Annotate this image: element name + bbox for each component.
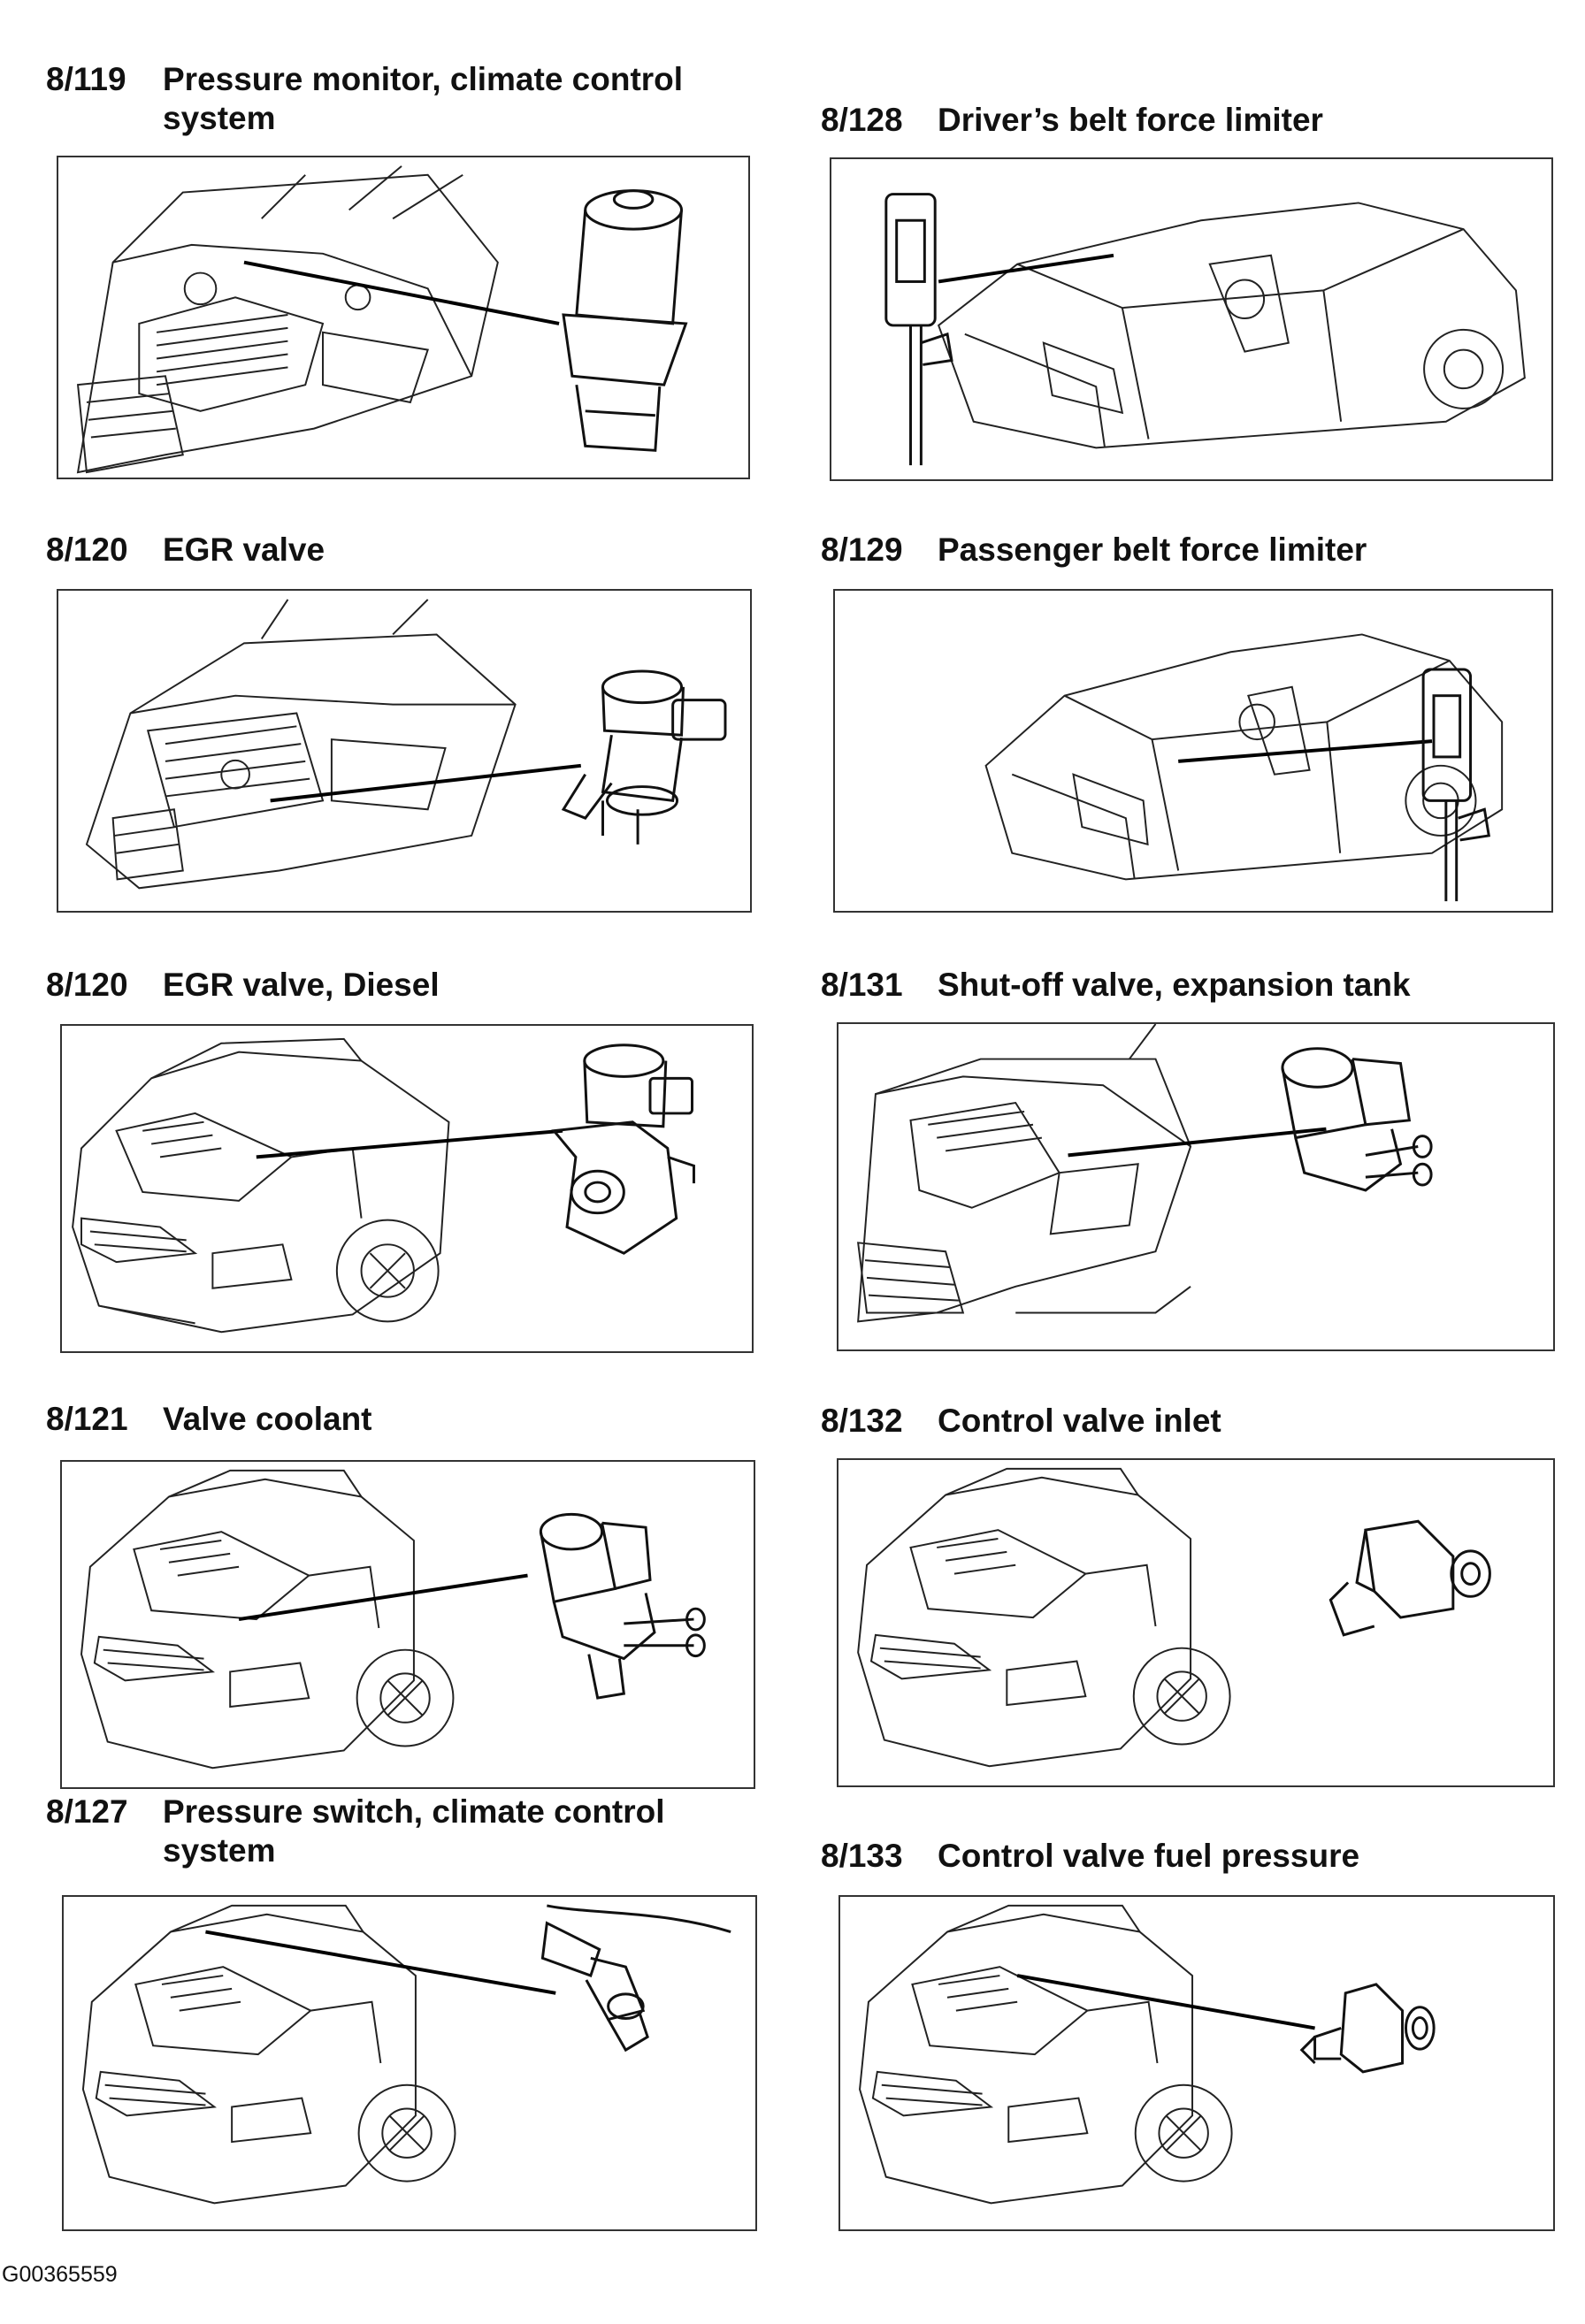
figure-label: Passenger belt force limiter: [938, 531, 1367, 568]
figure-frame: [57, 156, 750, 479]
figure-label: EGR valve, Diesel: [163, 967, 440, 1003]
figure-frame: [838, 1895, 1555, 2231]
figure-reference-id: G00365559: [2, 2262, 118, 2287]
figure-title: 8/121 Valve coolant: [46, 1400, 754, 1439]
figure-frame: [60, 1024, 754, 1353]
figure-label: Shut-off valve, expansion tank: [938, 967, 1411, 1003]
figure-code: 8/119: [46, 61, 126, 97]
engine-bay-illustration: [857, 1024, 1433, 1323]
figure-frame: [62, 1895, 757, 2231]
figure-8-121: 8/121 Valve coolant: [46, 1400, 755, 1789]
car-interior-illustration: [984, 633, 1504, 902]
figure-code: 8/120: [46, 531, 128, 568]
figure-title: 8/131 Shut-off valve, expansion tank: [821, 966, 1555, 1005]
car-front-illustration: [72, 1037, 695, 1334]
figure-title: 8/133 Control valve fuel pressure: [821, 1837, 1555, 1876]
figure-8-120: 8/120 EGR valve: [46, 531, 754, 913]
car-front-illustration: [859, 1904, 1436, 2205]
figure-title: 8/128 Driver’s belt force limiter: [821, 101, 1555, 140]
figure-title: 8/119 Pressure monitor, climate control …: [46, 60, 754, 138]
figure-8-129: 8/129 Passenger belt force limiter: [821, 531, 1555, 913]
figure-label: Pressure monitor, climate control system: [163, 61, 684, 136]
figure-frame: [830, 157, 1553, 481]
figure-title: 8/132 Control valve inlet: [821, 1402, 1555, 1441]
figure-code: 8/121: [46, 1401, 128, 1437]
figure-8-127: 8/127 Pressure switch, climate control s…: [46, 1793, 757, 2235]
figure-frame: [833, 589, 1553, 913]
figure-title: 8/120 EGR valve, Diesel: [46, 966, 754, 1005]
figure-8-132: 8/132 Control valve inlet: [821, 1400, 1555, 1789]
figure-code: 8/131: [821, 967, 903, 1003]
car-interior-illustration: [884, 193, 1526, 466]
figure-frame: [837, 1022, 1555, 1351]
figure-label: Pressure switch, climate control system: [163, 1793, 665, 1869]
engine-bay-illustration: [85, 599, 727, 890]
figure-frame: [57, 589, 752, 913]
figure-frame: [837, 1458, 1555, 1787]
car-front-illustration: [80, 1469, 706, 1770]
figure-code: 8/127: [46, 1793, 128, 1830]
figure-8-120-diesel: 8/120 EGR valve, Diesel: [46, 966, 754, 1355]
figure-label: Driver’s belt force limiter: [938, 102, 1323, 138]
figure-label: EGR valve: [163, 531, 325, 568]
figure-label: Valve coolant: [163, 1401, 372, 1437]
car-front-illustration: [857, 1467, 1491, 1768]
figure-label: Control valve inlet: [938, 1403, 1221, 1439]
figure-8-133: 8/133 Control valve fuel pressure: [821, 1793, 1555, 2235]
figure-8-131: 8/131 Shut-off valve, expansion tank: [821, 966, 1555, 1355]
figure-8-119: 8/119 Pressure monitor, climate control …: [46, 60, 754, 485]
figure-label: Control valve fuel pressure: [938, 1838, 1360, 1874]
figure-title: 8/120 EGR valve: [46, 531, 754, 570]
car-front-illustration: [81, 1904, 731, 2205]
figure-code: 8/129: [821, 531, 903, 568]
figure-code: 8/133: [821, 1838, 903, 1874]
figure-title: 8/129 Passenger belt force limiter: [821, 531, 1555, 570]
figure-8-128: 8/128 Driver’s belt force limiter: [821, 60, 1555, 485]
figure-code: 8/128: [821, 102, 903, 138]
figure-code: 8/132: [821, 1403, 903, 1439]
figure-title: 8/127 Pressure switch, climate control s…: [46, 1793, 754, 1870]
engine-bay-illustration: [76, 165, 688, 474]
figure-frame: [60, 1460, 755, 1789]
figure-code: 8/120: [46, 967, 128, 1003]
